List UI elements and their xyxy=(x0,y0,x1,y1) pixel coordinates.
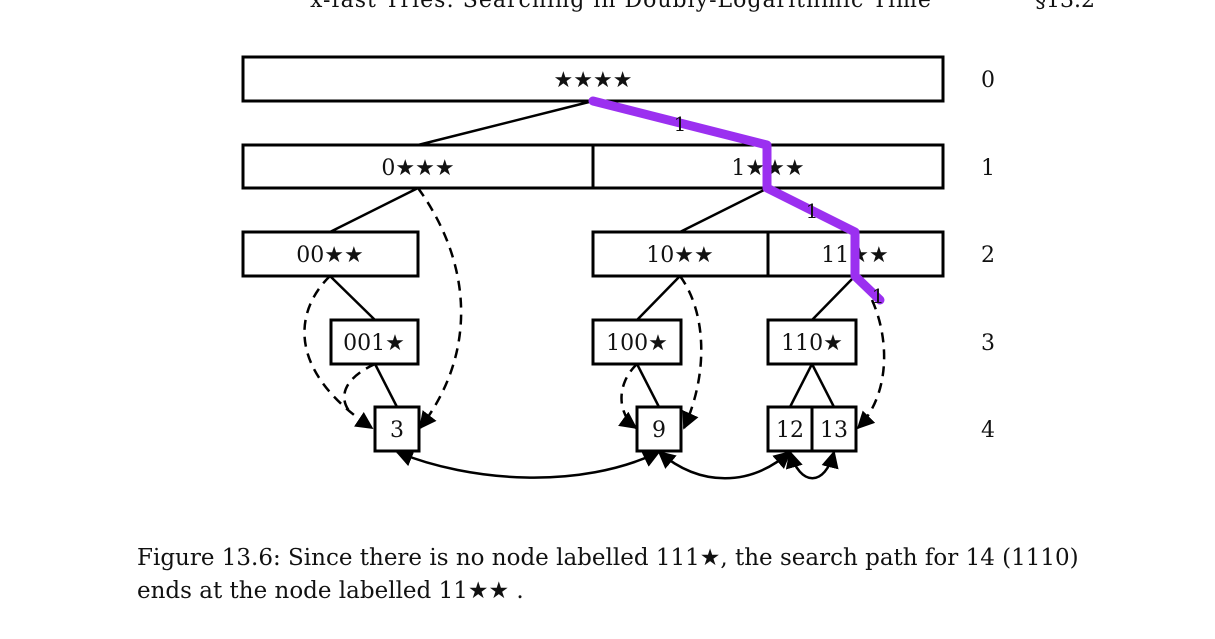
level-label-0: 0 xyxy=(981,68,995,93)
leaf-12-box xyxy=(766,405,814,453)
edge-root-0 xyxy=(417,99,594,147)
node-0-label: 0★★★ xyxy=(381,156,454,181)
leaf-3-box xyxy=(373,405,421,453)
node-10-box xyxy=(591,230,770,278)
node-001-label: 001★ xyxy=(343,331,405,356)
leaf-linked-list xyxy=(395,449,839,480)
leaf-9-box xyxy=(635,405,683,453)
jump-pointer-00-to-3 xyxy=(303,275,374,430)
node-110-box xyxy=(766,318,858,366)
path-label-2: 1 xyxy=(806,199,819,223)
node-10-label: 10★★ xyxy=(646,243,713,268)
jump-pointers xyxy=(303,187,886,430)
edge-10-100 xyxy=(636,275,681,321)
leaf-link-3-9 xyxy=(395,449,661,479)
edge-1-10 xyxy=(679,186,769,234)
jump-pointer-10-to-9 xyxy=(678,275,703,430)
edge-11-110 xyxy=(811,275,856,321)
edge-00-001 xyxy=(329,275,376,321)
node-100-box xyxy=(591,318,683,366)
leaf-3-label: 3 xyxy=(390,418,404,443)
node-0-box xyxy=(241,143,595,190)
leaf-13-label: 13 xyxy=(820,418,848,443)
xfast-trie-diagram: ★★★★ 0★★★ 1★★★ 00★★ 10★★ 11★★ 001★ 100★ … xyxy=(241,55,995,480)
leaf-link-9-12 xyxy=(657,450,792,480)
level-label-4: 4 xyxy=(981,418,995,443)
figure-caption: Figure 13.6: Since there is no node labe… xyxy=(137,545,1079,604)
node-00-label: 00★★ xyxy=(296,243,363,268)
node-root-box xyxy=(241,55,945,103)
jump-pointer-100-to-9 xyxy=(618,363,638,430)
jump-pointer-0-to-3 xyxy=(416,187,463,430)
node-100-label: 100★ xyxy=(606,331,668,356)
jump-pointer-11-to-13 xyxy=(856,299,886,430)
running-header-title: x-fast Tries: Searching in Doubly-Logari… xyxy=(310,0,932,13)
path-label-1: 1 xyxy=(674,112,687,136)
jump-pointer-001-to-3 xyxy=(343,362,376,413)
edge-110-12 xyxy=(788,363,814,408)
level-label-1: 1 xyxy=(981,156,995,181)
node-001-box xyxy=(329,318,420,366)
path-label-3: 1 xyxy=(872,284,885,308)
edge-110-13 xyxy=(810,363,836,408)
edge-0-00 xyxy=(329,186,419,234)
edge-001-3 xyxy=(373,363,399,408)
leaf-link-12-13 xyxy=(785,450,839,480)
leaf-12-label: 12 xyxy=(776,418,804,443)
node-00-box xyxy=(241,230,420,278)
edge-100-9 xyxy=(635,363,661,408)
search-path xyxy=(588,96,885,305)
level-label-2: 2 xyxy=(981,243,995,268)
running-header: x-fast Tries: Searching in Doubly-Logari… xyxy=(0,0,1215,13)
level-label-3: 3 xyxy=(981,331,995,356)
running-header-section: §13.2 xyxy=(1035,0,1095,13)
leaf-13-box xyxy=(810,405,858,453)
node-110-label: 110★ xyxy=(781,331,843,356)
leaf-9-label: 9 xyxy=(652,418,666,443)
node-root-label: ★★★★ xyxy=(554,68,633,93)
